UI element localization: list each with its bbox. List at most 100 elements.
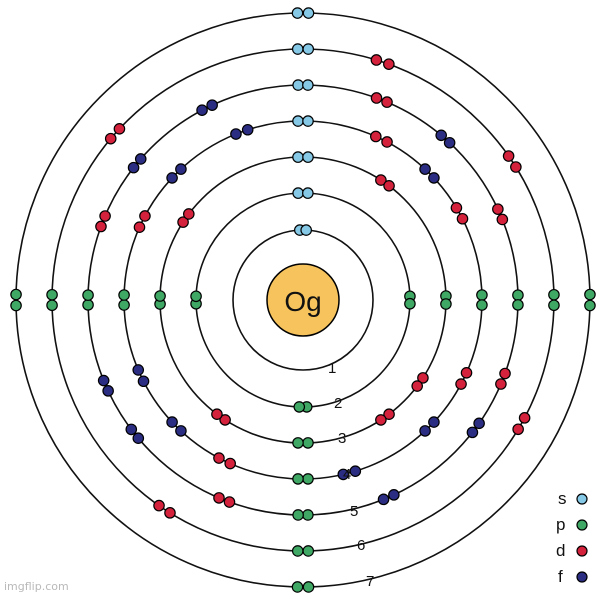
electron-p-shell6 <box>548 288 560 301</box>
electron-d-shell3 <box>211 408 223 420</box>
electron-f-shell4 <box>337 468 350 481</box>
electron-d-shell6 <box>383 58 395 70</box>
electron-d-shell4 <box>381 136 393 148</box>
electron-p-shell6 <box>46 299 58 312</box>
legend-label-p: p <box>556 515 565 534</box>
electron-s-shell2 <box>302 187 314 199</box>
electron-p-shell6 <box>46 288 58 301</box>
nucleus-symbol: Og <box>284 286 321 317</box>
electron-p-shell4 <box>476 299 488 311</box>
shell-label-3: 3 <box>338 430 346 447</box>
electron-f-shell5 <box>132 432 145 444</box>
electron-f-shell5 <box>127 161 140 174</box>
electron-p-shell7 <box>291 581 304 593</box>
electron-f-shell5 <box>466 426 479 439</box>
electron-f-shell5 <box>388 489 400 501</box>
electron-f-shell5 <box>443 136 456 149</box>
electron-p-shell6 <box>291 545 304 557</box>
electron-d-shell5 <box>381 96 393 108</box>
electron-p-shell7 <box>10 299 22 312</box>
electron-p-shell5 <box>512 299 524 311</box>
electron-d-shell4 <box>213 452 225 464</box>
electron-d-shell3 <box>383 408 395 420</box>
electron-p-shell3 <box>302 437 314 449</box>
legend-label-s: s <box>558 489 567 508</box>
electron-f-shell4 <box>241 123 254 136</box>
legend-label-d: d <box>556 541 565 560</box>
electron-d-shell3 <box>183 208 195 220</box>
electron-s-shell4 <box>302 115 314 127</box>
electron-d-shell3 <box>219 414 231 426</box>
electron-p-shell4 <box>292 473 304 485</box>
electron-d-shell6 <box>153 499 165 512</box>
electron-d-shell5 <box>95 220 107 233</box>
orbital-legend: s p d f <box>556 489 588 586</box>
electron-d-shell4 <box>224 457 236 470</box>
electron-f-shell4 <box>428 416 440 428</box>
nucleus: Og <box>266 263 340 337</box>
electrons <box>10 7 596 593</box>
electron-p-shell5 <box>82 289 94 301</box>
nucleus-circle <box>266 263 340 337</box>
electron-d-shell6 <box>518 412 531 424</box>
electron-p-shell5 <box>302 509 314 521</box>
electron-p-shell2 <box>293 401 306 413</box>
electron-f-shell5 <box>102 385 114 397</box>
electron-p-shell3 <box>154 290 166 302</box>
legend-dot-d <box>576 545 588 557</box>
electron-f-shell5 <box>377 493 390 506</box>
electron-p-shell7 <box>10 288 22 301</box>
electron-p-shell2 <box>404 297 416 310</box>
electron-s-shell2 <box>292 187 304 199</box>
electron-f-shell5 <box>134 153 147 165</box>
shell-label-4: 4 <box>343 466 351 483</box>
electron-s-shell6 <box>302 43 315 55</box>
electron-s-shell5 <box>302 79 314 91</box>
electron-s-shell6 <box>291 43 304 55</box>
electron-d-shell6 <box>113 123 126 135</box>
shell-label-1: 1 <box>328 360 336 377</box>
electron-d-shell5 <box>223 496 236 508</box>
electron-s-shell3 <box>292 151 304 163</box>
electron-f-shell5 <box>473 417 485 430</box>
electron-d-shell4 <box>456 212 469 225</box>
electron-p-shell7 <box>584 288 596 301</box>
electron-f-shell4 <box>132 364 145 376</box>
electron-d-shell6 <box>512 423 524 436</box>
electron-d-shell4 <box>139 210 151 222</box>
electron-s-shell1 <box>300 224 312 236</box>
electron-p-shell6 <box>302 545 315 557</box>
electron-d-shell5 <box>496 213 509 226</box>
electron-s-shell4 <box>292 115 304 127</box>
legend-dot-f <box>576 571 588 583</box>
electron-d-shell5 <box>499 367 511 380</box>
electron-d-shell6 <box>104 132 117 145</box>
electron-p-shell7 <box>302 581 315 593</box>
watermark-text: imgflip.com <box>4 580 69 593</box>
electron-d-shell6 <box>164 507 176 519</box>
shell-label-7: 7 <box>366 573 374 590</box>
electron-f-shell5 <box>125 423 138 436</box>
electron-f-shell4 <box>419 425 431 437</box>
electron-p-shell5 <box>292 509 304 521</box>
shell-labels: 1 2 3 4 5 6 7 <box>328 360 374 590</box>
electron-f-shell4 <box>230 128 242 140</box>
electron-f-shell4 <box>428 172 440 184</box>
electron-f-shell4 <box>166 172 178 184</box>
electron-s-shell7 <box>302 7 315 19</box>
electron-s-shell7 <box>291 7 304 19</box>
electron-d-shell4 <box>133 221 146 233</box>
legend-dot-p <box>576 519 588 531</box>
shell-label-2: 2 <box>334 395 342 412</box>
electron-d-shell6 <box>370 54 383 66</box>
shell-label-5: 5 <box>350 503 358 520</box>
electron-d-shell5 <box>213 492 225 504</box>
electron-f-shell4 <box>419 163 431 175</box>
electron-d-shell5 <box>99 210 111 222</box>
electron-f-shell4 <box>175 425 187 437</box>
electron-d-shell6 <box>510 161 522 173</box>
electron-f-shell5 <box>97 374 110 387</box>
electron-p-shell6 <box>548 299 560 312</box>
electron-d-shell3 <box>375 174 387 186</box>
